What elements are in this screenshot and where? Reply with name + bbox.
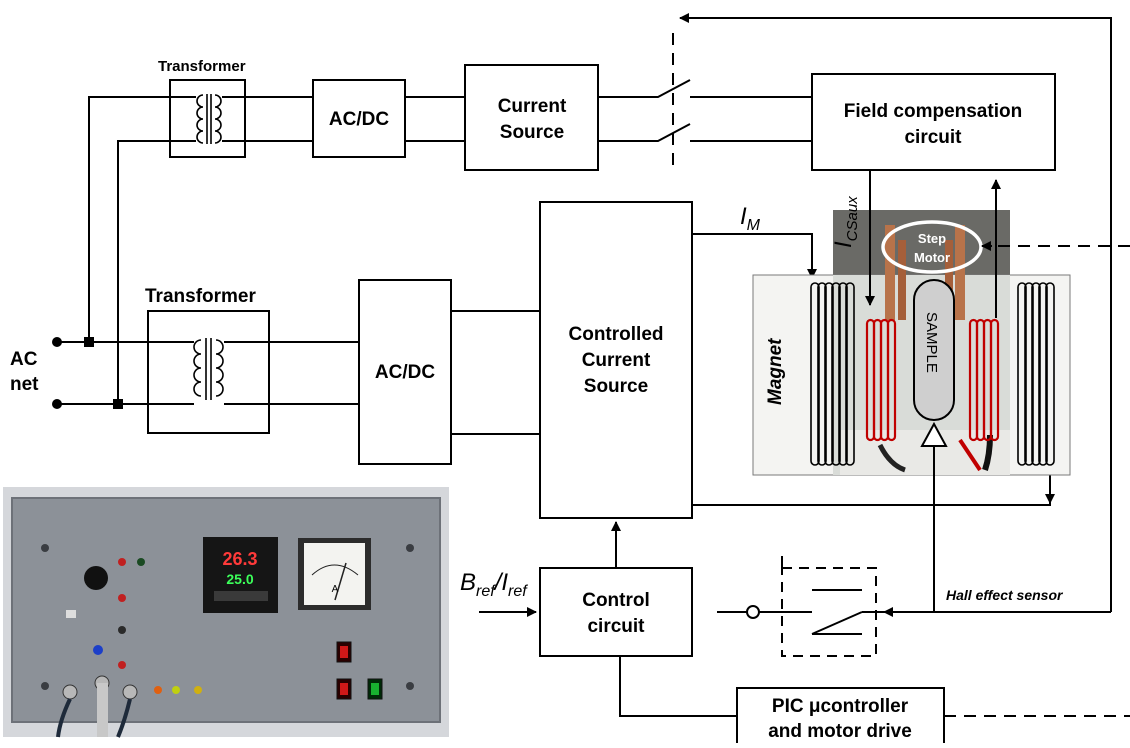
current-source-label-2: Source bbox=[500, 122, 564, 143]
pic-controller-label-2: and motor drive bbox=[768, 721, 912, 742]
wire-cs-switch-1 bbox=[598, 80, 690, 97]
ccs-label-1: Controlled bbox=[569, 324, 664, 345]
current-source-label-1: Current bbox=[498, 96, 567, 117]
field-compensation-label-2: circuit bbox=[904, 127, 962, 148]
control-circuit-block bbox=[540, 568, 692, 656]
meter-unit: A bbox=[332, 584, 339, 595]
field-compensation-block bbox=[812, 74, 1055, 170]
current-source-block bbox=[465, 65, 598, 170]
ac-net-input: AC net bbox=[10, 337, 123, 409]
wire-cs-switch-2 bbox=[598, 124, 690, 141]
bref-label: Bref/Iref bbox=[460, 569, 528, 600]
transformer-top-label: Transformer bbox=[158, 58, 246, 75]
temp-display-bottom: 25.0 bbox=[226, 571, 253, 587]
ccs-label-3: Source bbox=[584, 376, 648, 397]
magnet-coil-left bbox=[811, 283, 854, 465]
field-compensation-label-1: Field compensation bbox=[844, 101, 1022, 122]
transformer-bottom-label: Transformer bbox=[145, 286, 256, 307]
transformer-bottom: Transformer bbox=[145, 286, 269, 433]
step-motor-label-1: Step bbox=[918, 231, 946, 246]
wire-control-to-pic bbox=[620, 656, 737, 716]
transformer-top: Transformer bbox=[158, 58, 246, 157]
hall-sensor-label: Hall effect sensor bbox=[946, 587, 1064, 603]
wire-im bbox=[692, 234, 812, 278]
im-label: IM bbox=[740, 203, 761, 234]
acdc-bottom-label: AC/DC bbox=[375, 362, 435, 383]
svg-text:Bref/Iref: Bref/Iref bbox=[460, 569, 528, 600]
temp-display-top: 26.3 bbox=[222, 549, 257, 569]
pic-controller-label-1: PIC μcontroller bbox=[772, 696, 909, 717]
selector-switch bbox=[717, 556, 884, 656]
step-motor-label-2: Motor bbox=[914, 250, 950, 265]
ccs-label-2: Current bbox=[582, 350, 651, 371]
magnet-setup: SAMPLE Step Motor Magnet bbox=[753, 210, 1070, 475]
panel-knob bbox=[84, 566, 108, 590]
ac-net-label-1: AC bbox=[10, 349, 38, 370]
control-circuit-label-1: Control bbox=[582, 590, 650, 611]
ac-net-label-2: net bbox=[10, 374, 39, 395]
control-circuit-label-2: circuit bbox=[587, 616, 645, 637]
acdc-top-label: AC/DC bbox=[329, 109, 389, 130]
svg-text:IM: IM bbox=[740, 203, 761, 234]
sample-label: SAMPLE bbox=[923, 312, 940, 373]
instrument-panel-photo: 26.3 25.0 A bbox=[3, 487, 449, 737]
magnet-label: Magnet bbox=[765, 338, 786, 405]
